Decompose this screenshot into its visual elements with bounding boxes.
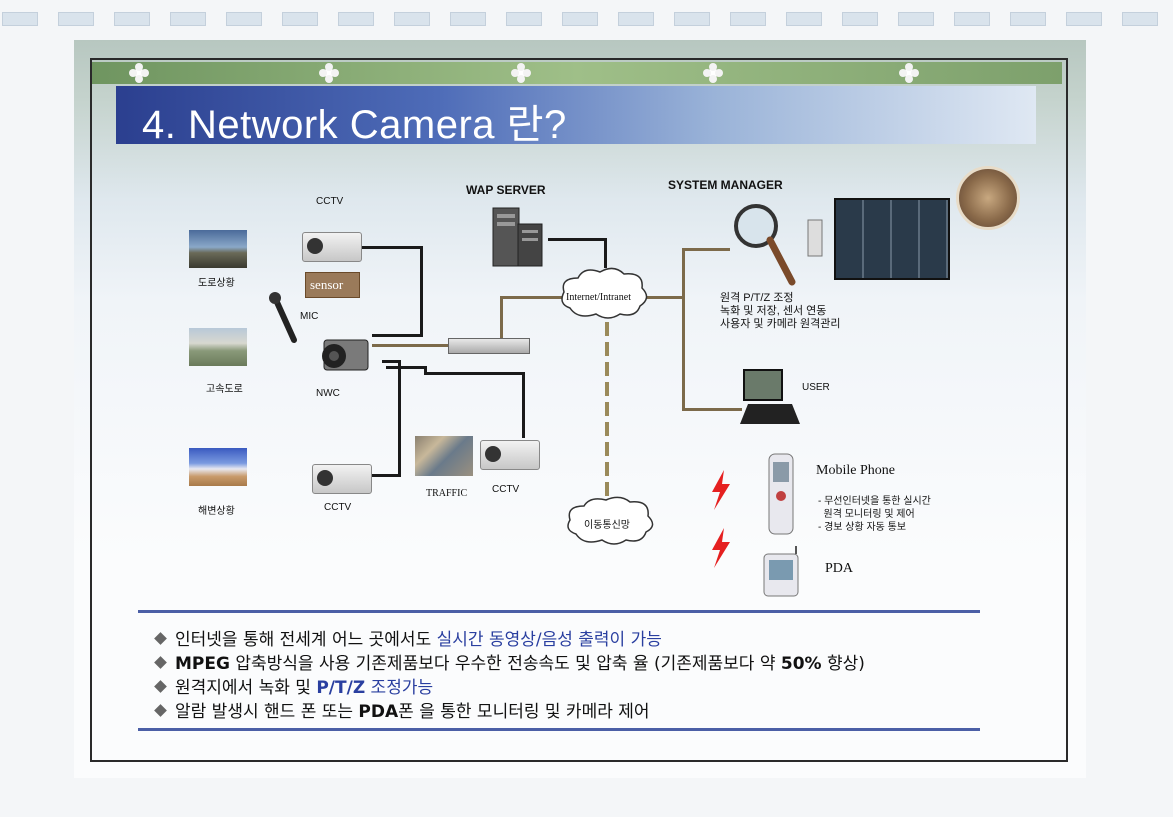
pda-label: PDA [825, 561, 854, 576]
connection-line [358, 246, 422, 249]
traffic-label: TRAFFIC [426, 488, 468, 499]
connection-line [682, 248, 685, 410]
connection-line [420, 246, 423, 336]
bullet-item: 인터넷을 통해 전세계 어느 곳에서도 실시간 동영상/음성 출력이 가능 [154, 625, 865, 650]
traffic-photo [415, 436, 473, 476]
title-bar [116, 86, 1036, 144]
mic-label: MIC [300, 311, 319, 322]
wap-server-icon [492, 207, 543, 267]
coast-status-label: 해변상황 [198, 506, 235, 517]
microphone-icon [269, 292, 297, 343]
road-status-label: 도로상황 [198, 278, 235, 289]
slide-title: 4. Network Camera 란? [142, 103, 567, 147]
pda-icon [763, 546, 799, 597]
manager-feature-2: 녹화 및 저장, 센서 연동 [720, 305, 827, 317]
laptop-icon [740, 369, 800, 424]
lightning-icon [712, 470, 730, 510]
slide-border [90, 58, 1068, 762]
lightning-icon [712, 528, 730, 568]
mobile-phone-label: Mobile Phone [816, 463, 895, 478]
coast-photo [189, 448, 247, 486]
decorative-green-strip [92, 62, 1062, 84]
slide-frame [74, 40, 1086, 778]
flower-icon [319, 63, 339, 83]
network-camera-icon [322, 339, 369, 371]
connection-line [605, 322, 609, 498]
bullet-item: MPEG 압축방식을 사용 기존제품보다 우수한 전송속도 및 압축 율 (기존… [154, 649, 865, 674]
manager-feature-1: 원격 P/T/Z 조정 [720, 292, 794, 304]
connection-line [370, 474, 401, 477]
cctv-bottom-label: CCTV [324, 502, 352, 513]
flower-icon [899, 63, 919, 83]
sensor-label: sensor [310, 277, 344, 292]
connection-line [372, 334, 423, 337]
flower-icon [703, 63, 723, 83]
internet-cloud-icon [561, 267, 648, 319]
mobile-network-label: 이동통신망 [584, 520, 630, 531]
magnifier-icon [734, 204, 796, 286]
flower-icon [129, 63, 149, 83]
connection-line [522, 372, 525, 438]
mobile-feature-2: 원격 모니터링 및 제어 [818, 509, 915, 520]
mobile-network-cloud-icon [567, 496, 654, 545]
connection-line [682, 408, 742, 411]
bullet-item: 원격지에서 녹화 및 P/T/Z 조정가능 [154, 673, 865, 698]
speaker-icon [807, 219, 823, 257]
connection-line [382, 360, 400, 363]
connection-line [398, 360, 401, 476]
connection-line [424, 366, 427, 374]
connection-line [424, 372, 524, 375]
highway-label: 고속도로 [206, 384, 243, 395]
network-switch [448, 338, 530, 354]
connection-line [500, 296, 562, 299]
bullet-list: 인터넷을 통해 전세계 어느 곳에서도 실시간 동영상/음성 출력이 가능 MP… [154, 625, 865, 722]
connection-line [372, 344, 452, 347]
mobile-feature-1: - 무선인터넷을 통한 실시간 [818, 496, 931, 507]
top-dashed-border [0, 12, 1173, 28]
wap-server-label: WAP SERVER [466, 183, 546, 197]
mobile-phone-icon [768, 453, 794, 535]
flower-icon [511, 63, 531, 83]
top-rule [138, 610, 980, 613]
bottom-rule [138, 728, 980, 731]
connection-line [604, 238, 607, 268]
highway-photo [189, 328, 247, 366]
cctv-traffic-label: CCTV [492, 484, 520, 495]
internet-label: Internet/Intranet [566, 292, 631, 303]
mobile-feature-3: - 경보 상황 자동 통보 [818, 522, 907, 533]
connection-line [682, 248, 730, 251]
cctv-camera-icon [480, 440, 540, 470]
cctv-top-label: CCTV [316, 196, 344, 207]
connection-line [646, 296, 684, 299]
manager-feature-3: 사용자 및 카메라 원격관리 [720, 318, 841, 330]
cctv-camera-icon [302, 232, 362, 262]
connection-line [500, 296, 503, 344]
nwc-label: NWC [316, 388, 340, 399]
bullet-item: 알람 발생시 핸드 폰 또는 PDA폰 을 통한 모니터링 및 카메라 제어 [154, 697, 865, 722]
cctv-camera-icon [312, 464, 372, 494]
decorative-emblem-icon [956, 166, 1020, 230]
user-label: USER [802, 382, 830, 393]
system-manager-label: SYSTEM MANAGER [668, 178, 783, 192]
connection-line [548, 238, 606, 241]
sensor-box [305, 272, 360, 298]
connection-line [386, 366, 426, 369]
monitor-screen [834, 198, 950, 280]
road-photo [189, 230, 247, 268]
